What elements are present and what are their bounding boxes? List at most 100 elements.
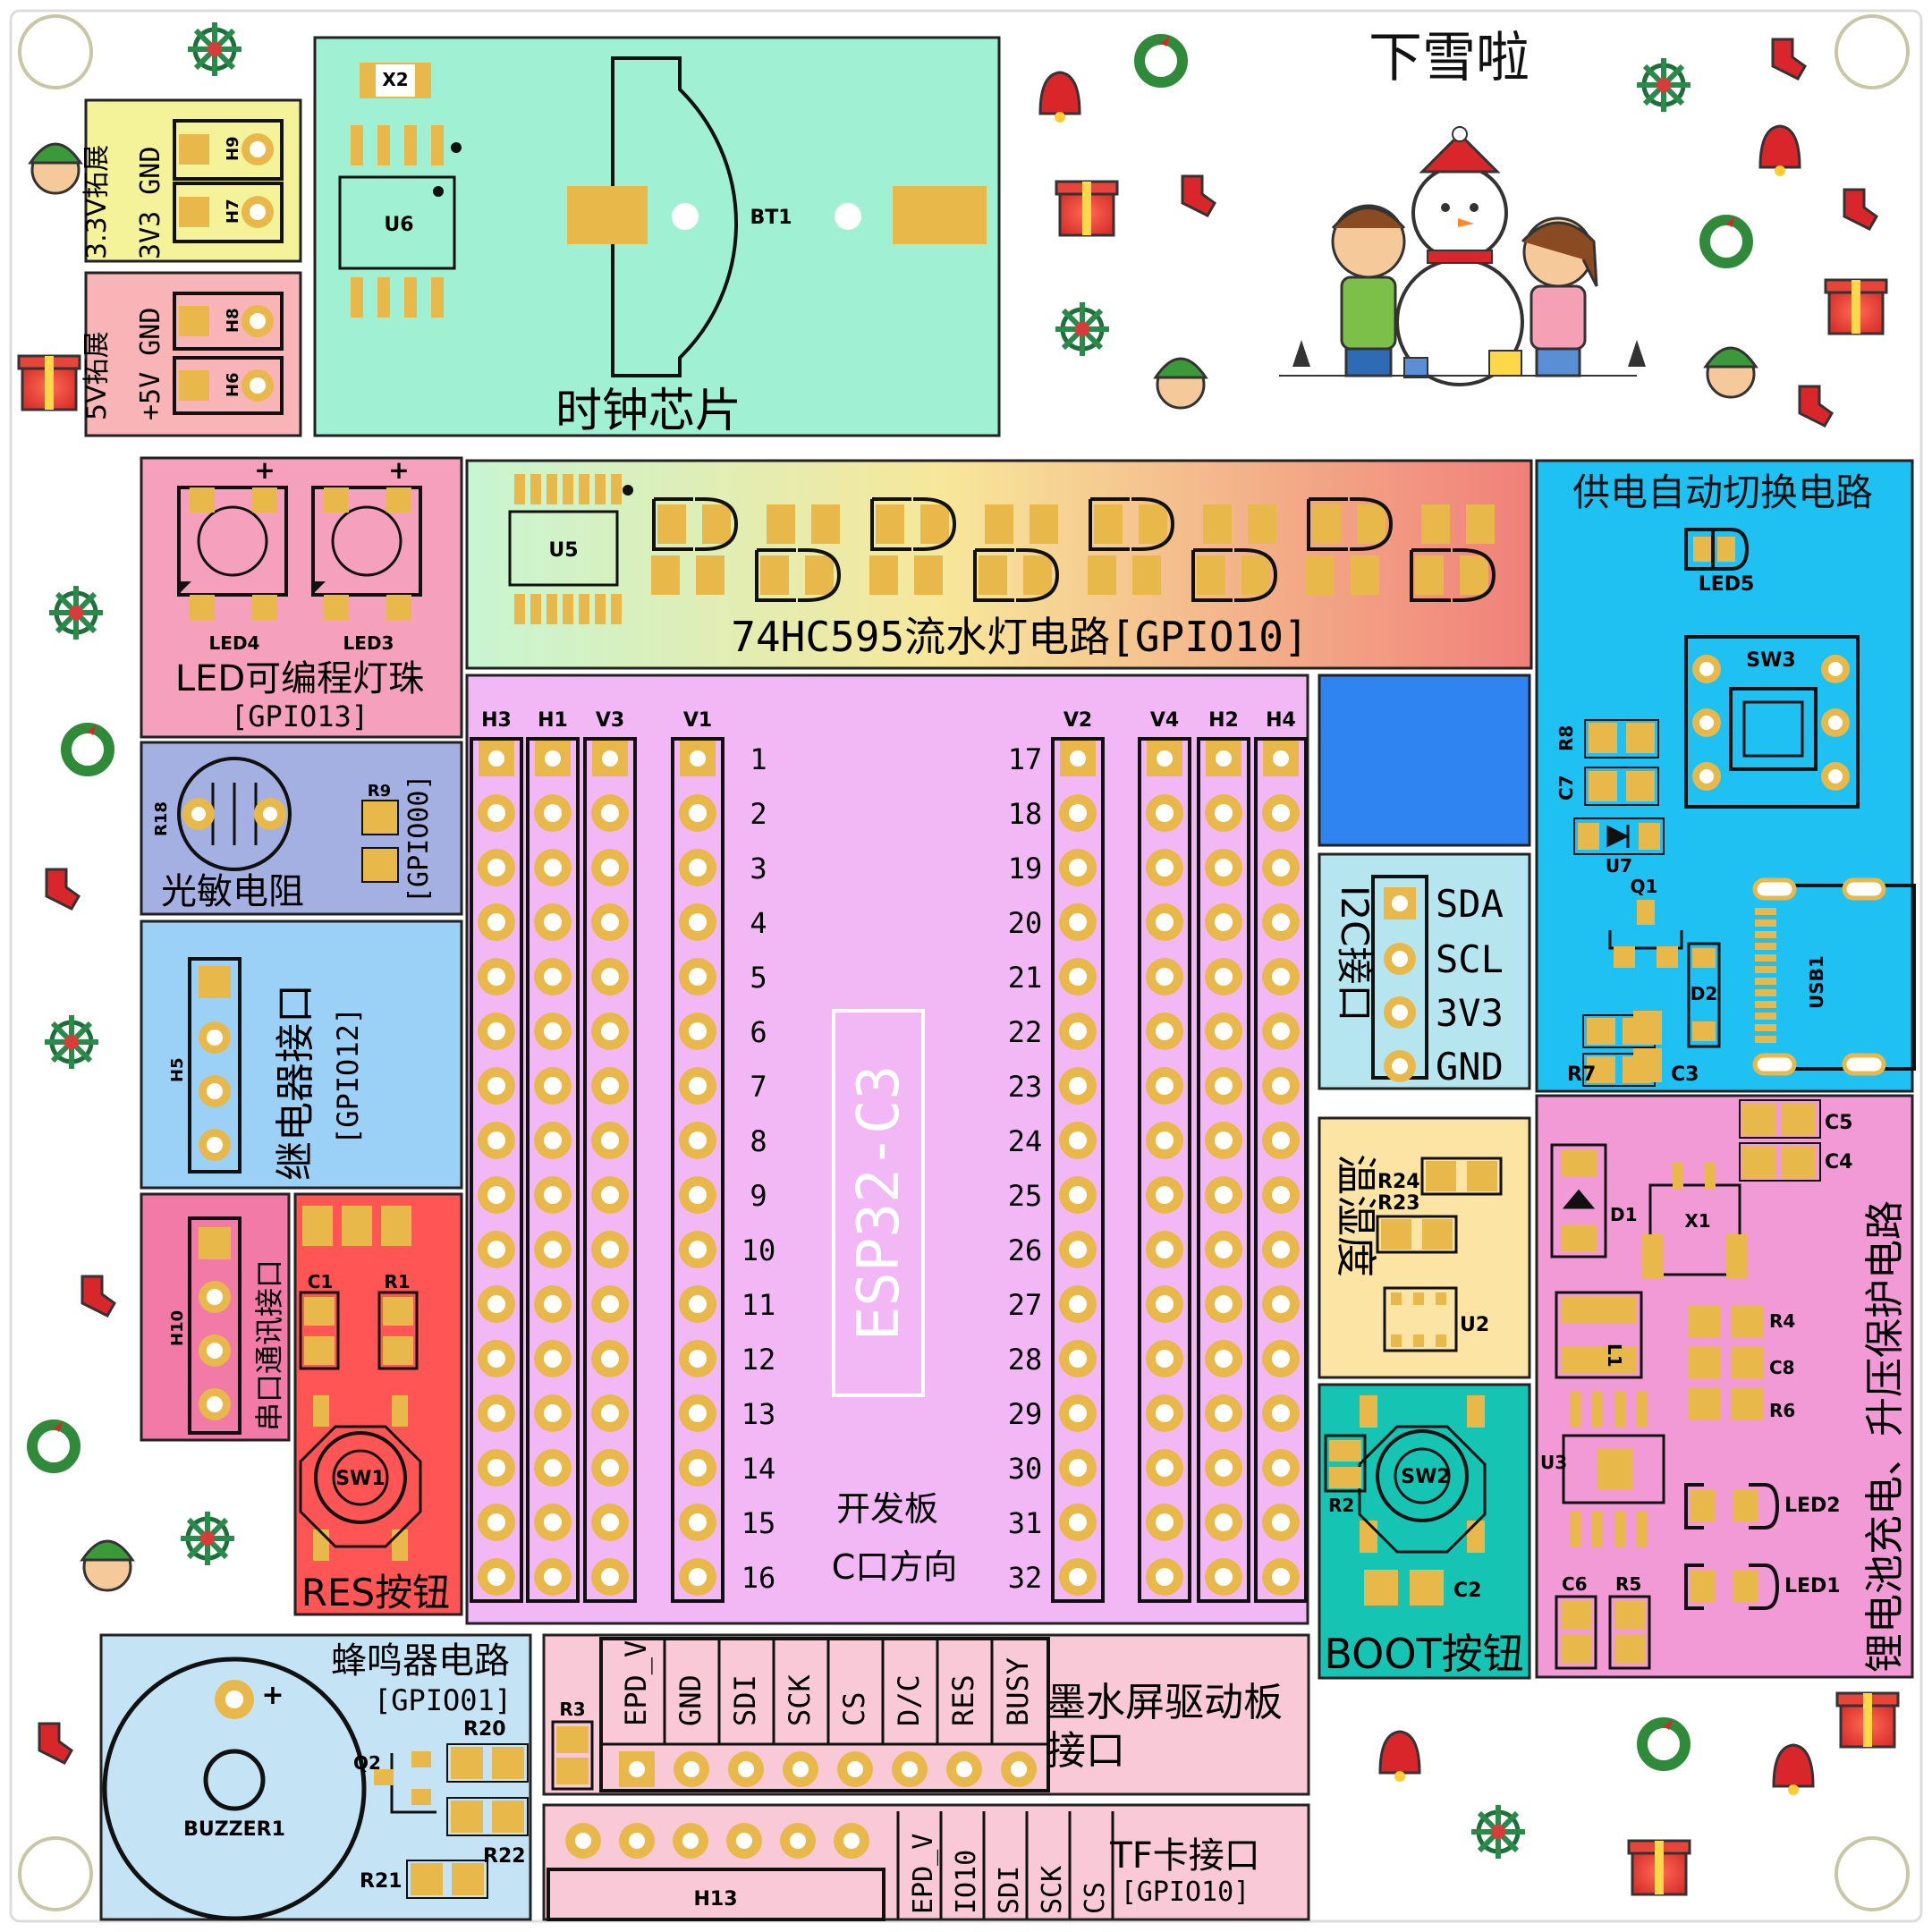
pin-number: 11 <box>741 1288 776 1322</box>
led-footprint <box>767 504 840 544</box>
epaper-pin-label: D/C <box>892 1674 926 1726</box>
svg-text:TF卡接口: TF卡接口 <box>1109 1835 1259 1877</box>
header-outline <box>583 737 637 1603</box>
pin-number: 18 <box>1008 797 1043 831</box>
snowflake-icon <box>1637 58 1690 112</box>
led-footprint <box>1089 497 1175 551</box>
esp-title-box <box>832 1009 925 1397</box>
pin-number: 28 <box>1008 1343 1043 1377</box>
epaper-pin-label: SDI <box>728 1674 762 1726</box>
stocking-icon <box>1843 188 1878 231</box>
wreath-icon <box>27 1419 80 1473</box>
tf-pin-label: CS <box>1080 1882 1111 1914</box>
header-outline <box>1197 737 1250 1603</box>
svg-text:[GPIO10]: [GPIO10] <box>1121 1877 1250 1908</box>
svg-text:墨水屏驱动板: 墨水屏驱动板 <box>1046 1680 1283 1725</box>
svg-text:R21: R21 <box>360 1870 402 1893</box>
bell-icon <box>1378 1730 1421 1782</box>
mounting-holes <box>18 14 1910 1911</box>
svg-text:LED3: LED3 <box>343 632 394 654</box>
power-switch-section: 供电自动切换电路 LED5 SW3 R8 C7 U7 Q1 D2 <box>1535 459 1916 1093</box>
svg-text:U3: U3 <box>1540 1452 1567 1473</box>
svg-text:U6: U6 <box>384 214 413 236</box>
header-outline <box>1254 737 1308 1603</box>
led-footprint <box>973 548 1060 602</box>
pin-number: 7 <box>750 1070 767 1104</box>
header-label: V2 <box>1063 709 1092 732</box>
led3-footprint: + LED3 <box>311 455 422 654</box>
svg-text:R3: R3 <box>559 1699 585 1720</box>
header-label: V1 <box>683 709 712 732</box>
stocking-icon <box>1771 38 1807 80</box>
tf-pin-label: IO10 <box>951 1850 982 1914</box>
pin-number: 29 <box>1008 1397 1043 1431</box>
snowman-illustration <box>1279 126 1646 386</box>
snowflake-icon <box>45 1015 98 1069</box>
led-footprint <box>1203 504 1276 544</box>
wreath-icon <box>1134 34 1188 88</box>
gift-icon <box>1835 1691 1900 1749</box>
svg-text:X1: X1 <box>1684 1210 1710 1232</box>
svg-text:串口通讯接口: 串口通讯接口 <box>252 1259 286 1431</box>
header-outline <box>470 737 523 1603</box>
header-outline <box>1051 737 1105 1603</box>
svg-text:LED可编程灯珠: LED可编程灯珠 <box>175 658 424 699</box>
svg-text:U2: U2 <box>1460 1314 1489 1336</box>
hc595-section: U5 74HC595流水灯电路[GPIO10] <box>465 459 1533 670</box>
pin-number: 26 <box>1008 1233 1043 1267</box>
header-outline <box>671 737 724 1603</box>
svg-text:H7: H7 <box>224 199 242 224</box>
uart-section: H10 串口通讯接口 <box>140 1192 291 1442</box>
pin-number: 13 <box>741 1397 776 1431</box>
pin-number: 5 <box>750 961 767 995</box>
svg-text:LED4: LED4 <box>209 632 260 654</box>
svg-text:H10: H10 <box>168 1310 187 1346</box>
pin-number: 17 <box>1008 742 1043 776</box>
pin-number: 3 <box>750 852 767 886</box>
led-footprint <box>985 504 1058 544</box>
stocking-icon <box>1181 174 1216 217</box>
svg-text:C1: C1 <box>308 1271 334 1292</box>
header-label: H3 <box>481 709 512 732</box>
svg-text:BT1: BT1 <box>750 207 792 229</box>
blue-module-area <box>1318 674 1531 847</box>
led-footprint <box>1421 504 1495 544</box>
elf-icon <box>1703 346 1758 399</box>
pin-number: 19 <box>1008 852 1043 886</box>
led-footprint <box>1306 555 1379 595</box>
svg-text:SW2: SW2 <box>1401 1466 1450 1488</box>
led-footprint <box>652 497 739 551</box>
svg-text:+: + <box>254 455 275 485</box>
pin-number: 2 <box>750 797 767 831</box>
led-chain <box>651 497 1496 602</box>
gift-icon <box>17 354 81 411</box>
svg-text:LED5: LED5 <box>1699 573 1755 596</box>
svg-text:R4: R4 <box>1769 1310 1795 1332</box>
header-outline <box>526 737 580 1603</box>
snowflake-icon <box>1471 1805 1525 1859</box>
pin-number: 25 <box>1008 1179 1043 1213</box>
svg-text:[GPIO13]: [GPIO13] <box>231 699 369 733</box>
pin-number: 27 <box>1008 1288 1043 1322</box>
header-label: H1 <box>538 709 568 732</box>
stocking-icon <box>1798 385 1834 428</box>
svg-text:光敏电阻: 光敏电阻 <box>161 871 304 912</box>
header-label: H2 <box>1208 709 1239 732</box>
stocking-icon <box>45 868 80 911</box>
svg-text:开发板: 开发板 <box>836 1489 938 1529</box>
svg-text:+: + <box>388 455 409 485</box>
svg-text:R9: R9 <box>368 782 391 801</box>
svg-text:[GPIO12]: [GPIO12] <box>331 1007 365 1145</box>
svg-text:C2: C2 <box>1453 1580 1481 1602</box>
svg-text:3.3V拓展: 3.3V拓展 <box>81 145 113 259</box>
stocking-icon <box>38 1722 73 1765</box>
svg-text:[GPIO00]: [GPIO00] <box>403 775 435 904</box>
pin-number: 23 <box>1008 1070 1043 1104</box>
svg-text:74HC595流水灯电路[GPIO10]: 74HC595流水灯电路[GPIO10] <box>731 613 1308 661</box>
ext-3v3-section: 3.3V拓展 3V3 GND H9 H7 <box>81 98 302 263</box>
header-outline <box>1138 737 1191 1603</box>
